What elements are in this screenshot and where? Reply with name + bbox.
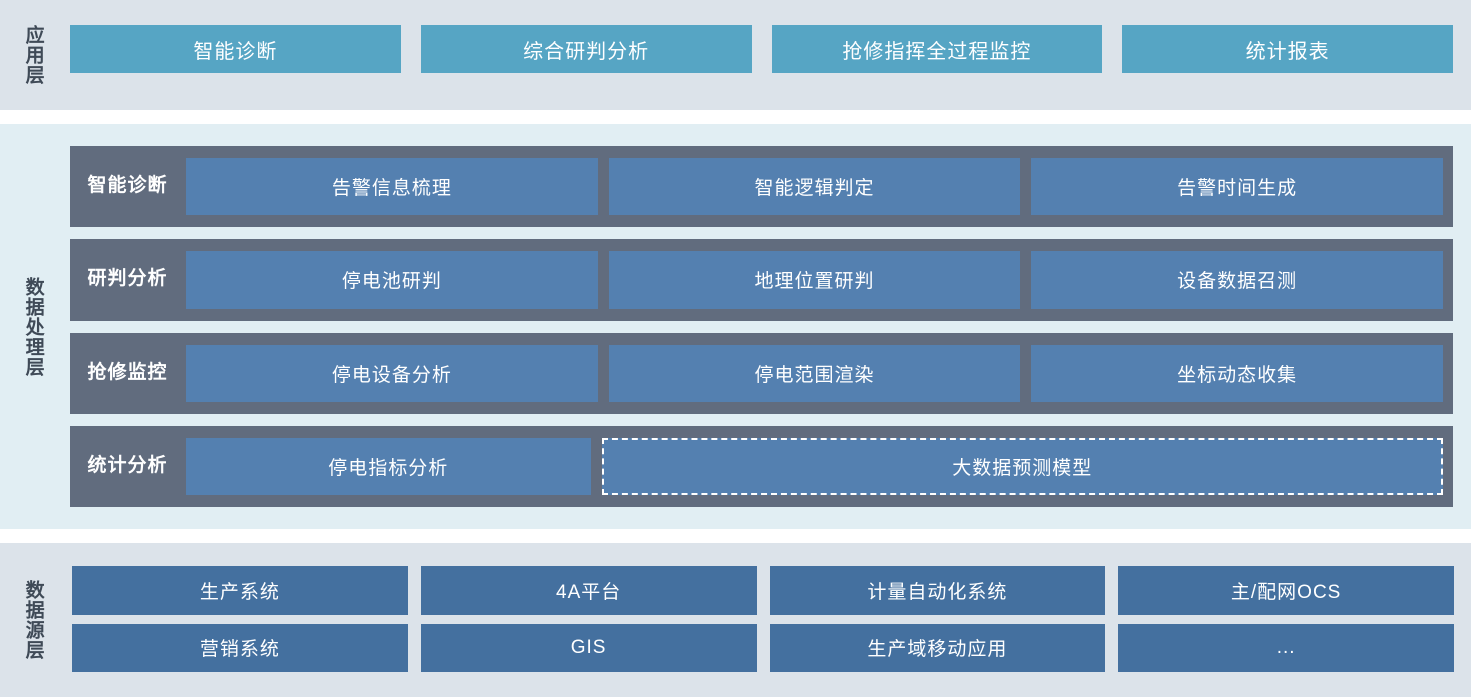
process-row-label-repair-monitoring: 抢修监控 [87,361,168,383]
data-source-rows: 生产系统 4A平台 计量自动化系统 主/配网OCS 营销系统 GIS 生产域移动… [66,543,1471,697]
data-source-tile-production-system[interactable]: 生产系统 [72,566,408,615]
process-cell-coordinate-dynamic-collection[interactable]: 坐标动态收集 [1031,344,1444,402]
process-cell-device-data-polling[interactable]: 设备数据召测 [1031,251,1444,309]
application-card-repair-monitoring[interactable]: 抢修指挥全过程监控 [771,25,1103,73]
data-source-row-bottom: 营销系统 GIS 生产域移动应用 ... [72,623,1454,672]
process-row-intelligent-diagnosis: 智能诊断 告警信息梳理 智能逻辑判定 告警时间生成 [70,146,1453,228]
process-cell-outage-pool-judgement[interactable]: 停电池研判 [186,251,598,309]
application-card-intelligent-diagnosis[interactable]: 智能诊断 [70,25,401,73]
process-cell-outage-index-analysis[interactable]: 停电指标分析 [186,437,591,495]
process-cell-alarm-info-sorting[interactable]: 告警信息梳理 [186,158,598,216]
process-row-label-intelligent-diagnosis: 智能诊断 [87,175,168,197]
process-cell-outage-device-analysis[interactable]: 停电设备分析 [186,344,598,402]
process-cell-intelligent-logic-decision[interactable]: 智能逻辑判定 [608,158,1021,216]
process-cell-geographic-location-judgement[interactable]: 地理位置研判 [608,251,1021,309]
application-layer-label: 应用层 [22,25,44,85]
process-row-cells: 停电设备分析 停电范围渲染 坐标动态收集 [186,344,1444,402]
data-source-layer: 数据源层 生产系统 4A平台 计量自动化系统 主/配网OCS 营销系统 GIS … [0,543,1471,697]
panel-divider-lower [0,529,1471,543]
process-row-cells: 停电指标分析 大数据预测模型 [186,437,1443,495]
data-source-layer-label: 数据源层 [22,580,44,660]
application-layer: 应用层 智能诊断 综合研判分析 抢修指挥全过程监控 统计报表 [0,0,1471,110]
data-processing-layer: 数据处理层 智能诊断 告警信息梳理 智能逻辑判定 告警时间生成 研判分析 停电池… [0,124,1471,529]
process-row-cells: 停电池研判 地理位置研判 设备数据召测 [186,251,1444,309]
process-row-label-statistical-analysis: 统计分析 [87,454,168,476]
process-cell-alarm-time-generation[interactable]: 告警时间生成 [1031,158,1444,216]
data-source-tile-4a-platform[interactable]: 4A平台 [420,566,757,615]
process-row-judgement-analysis: 研判分析 停电池研判 地理位置研判 设备数据召测 [70,239,1453,321]
process-row-statistical-analysis: 统计分析 停电指标分析 大数据预测模型 [70,425,1453,507]
data-source-tile-marketing-system[interactable]: 营销系统 [72,623,408,672]
process-cell-outage-range-rendering[interactable]: 停电范围渲染 [608,344,1021,402]
data-source-tile-production-mobile-app[interactable]: 生产域移动应用 [769,623,1106,672]
application-card-comprehensive-analysis[interactable]: 综合研判分析 [420,25,752,73]
data-source-tile-gis[interactable]: GIS [420,623,757,672]
process-row-label-judgement-analysis: 研判分析 [87,268,168,290]
process-row-cells: 告警信息梳理 智能逻辑判定 告警时间生成 [186,158,1444,216]
application-card-statistical-report[interactable]: 统计报表 [1122,25,1453,73]
process-row-repair-monitoring: 抢修监控 停电设备分析 停电范围渲染 坐标动态收集 [70,332,1453,414]
process-cell-bigdata-prediction-model[interactable]: 大数据预测模型 [601,437,1443,495]
panel-divider-upper [0,110,1471,124]
data-processing-rows: 智能诊断 告警信息梳理 智能逻辑判定 告警时间生成 研判分析 停电池研判 地理位… [66,124,1471,529]
data-source-tile-more[interactable]: ... [1118,623,1454,672]
application-layer-cards: 智能诊断 综合研判分析 抢修指挥全过程监控 统计报表 [66,0,1471,110]
data-source-tile-metering-automation-system[interactable]: 计量自动化系统 [769,566,1106,615]
data-source-row-top: 生产系统 4A平台 计量自动化系统 主/配网OCS [72,566,1454,615]
data-source-tile-main-distribution-ocs[interactable]: 主/配网OCS [1118,566,1454,615]
data-processing-layer-label: 数据处理层 [22,276,44,377]
